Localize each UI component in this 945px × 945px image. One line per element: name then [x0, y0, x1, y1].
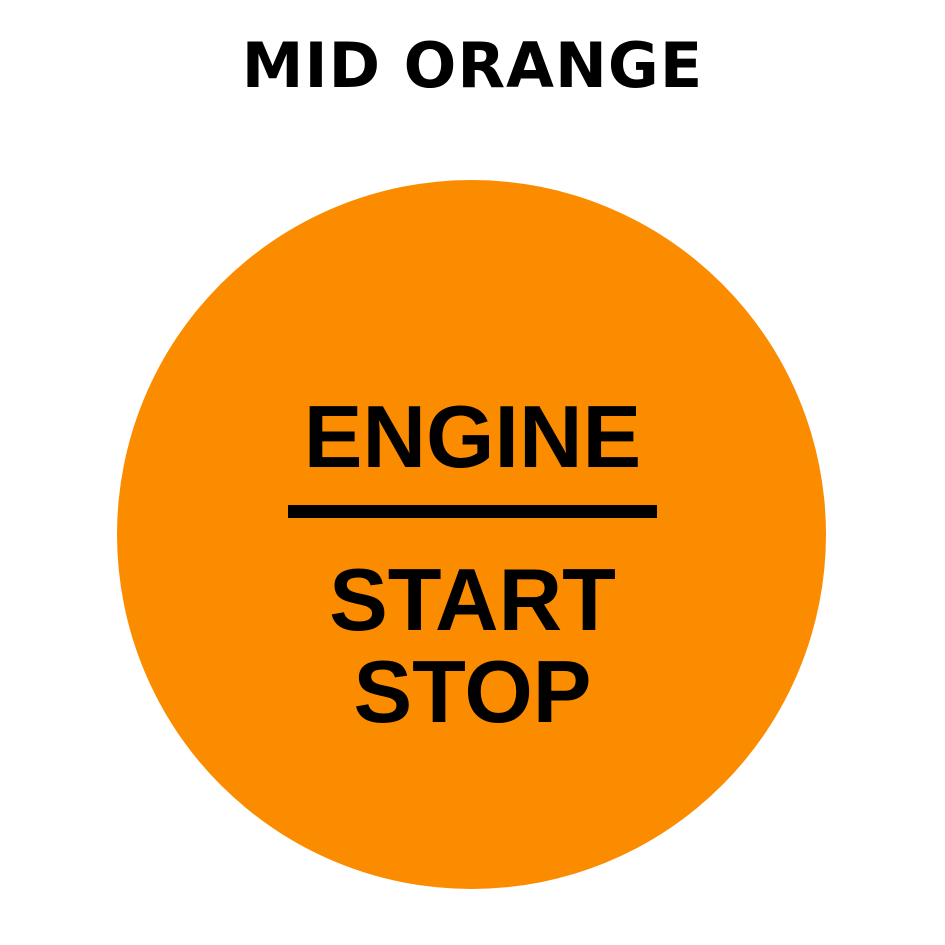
divider-line: [288, 505, 657, 518]
start-label: START: [329, 550, 616, 649]
stop-label: STOP: [353, 642, 592, 741]
color-title: MID ORANGE: [241, 29, 704, 102]
engine-start-stop-button[interactable]: [117, 180, 826, 889]
engine-label: ENGINE: [303, 387, 642, 486]
